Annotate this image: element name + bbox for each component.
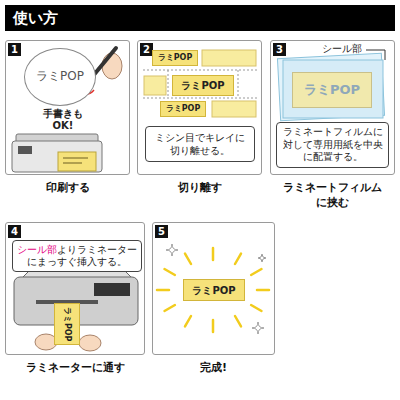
node-text: ミシン目でキレイに 切り離せる。	[155, 132, 245, 156]
zoom-circle: ラミPOP	[24, 48, 96, 106]
sparkle	[252, 322, 264, 334]
step-panel: ラミネートフィルム に挟む3ラミPOPラミネートフィルムに 対して専用用紙を中央…	[270, 40, 395, 175]
step-number: 5	[155, 225, 168, 238]
laminate-film	[283, 60, 383, 118]
node-text: 1	[11, 44, 18, 55]
step-panel: ラミネーターに通す4シール部よりラミネーター にまっすぐ挿入する。ラミPOP	[5, 222, 145, 355]
handwriting-note: 手書きも OK!	[40, 108, 86, 132]
laminator-panel	[94, 283, 130, 296]
step-number: 1	[8, 43, 21, 56]
step-caption: 完成!	[149, 360, 278, 375]
pop-card: ラミPOP	[292, 72, 372, 108]
pop-card: ラミPOP	[54, 303, 80, 345]
node-text: ラミPOP	[304, 82, 360, 97]
hand	[79, 335, 101, 351]
node-text: 2	[143, 44, 150, 55]
step-panel: 完成!5ラミPOP	[152, 222, 275, 355]
node-text: ラミネートフィルムに 対して専用用紙を中央 に配置する。	[283, 126, 383, 162]
title-text: 使い方	[5, 9, 58, 27]
step-panel: 切り離す2ラミPOPラミPOPラミPOPミシン目でキレイに 切り離せる。	[137, 40, 262, 175]
node-text: 4	[11, 226, 18, 237]
node-text: ラミPOP	[192, 285, 235, 296]
node-text: ラミPOP	[63, 307, 72, 342]
node-text: ラミPOP	[158, 53, 193, 62]
printer-display	[18, 146, 32, 154]
printed-paper	[58, 152, 96, 171]
printer-body	[12, 141, 102, 172]
step-caption: ラミネーターに通す	[2, 360, 148, 375]
step-caption: 切り離す	[134, 180, 265, 195]
pop-card: ラミPOP	[172, 75, 234, 96]
title-band: 使い方	[5, 5, 395, 31]
note-box: ミシン目でキレイに 切り離せる。	[145, 126, 255, 162]
node-text: ラミPOP	[36, 69, 84, 83]
pop-card: ラミPOP	[160, 101, 206, 117]
step-caption: 印刷する	[2, 180, 133, 195]
step-caption: ラミネートフィルム に挟む	[267, 180, 398, 210]
card-strip	[202, 50, 256, 66]
node-text: 5	[158, 226, 165, 237]
card-strip	[144, 76, 166, 95]
node-text: ラミPOP	[166, 104, 201, 113]
step-panel: 印刷する1ラミPOP	[5, 40, 130, 175]
sparkle	[166, 244, 178, 256]
step-number: 3	[273, 43, 286, 56]
step-number: 4	[8, 225, 21, 238]
paper-print	[63, 158, 88, 163]
card-strip	[212, 101, 256, 117]
pop-card: ラミPOP	[152, 50, 198, 66]
laminate-film	[277, 53, 384, 120]
node-text: シール部	[17, 244, 57, 255]
part-name: シール部	[318, 43, 366, 55]
hand	[102, 53, 122, 79]
note-box: ラミネートフィルムに 対して専用用紙を中央 に配置する。	[276, 122, 389, 168]
node-text: ラミPOP	[181, 80, 224, 91]
pop-card: ラミPOP	[183, 279, 245, 301]
node-text: 3	[276, 44, 283, 55]
sparkle	[258, 254, 266, 262]
shine-rays	[157, 248, 269, 332]
leader-line	[366, 50, 385, 60]
perforation	[143, 70, 258, 98]
note-box: シール部よりラミネーター にまっすぐ挿入する。	[12, 240, 142, 272]
